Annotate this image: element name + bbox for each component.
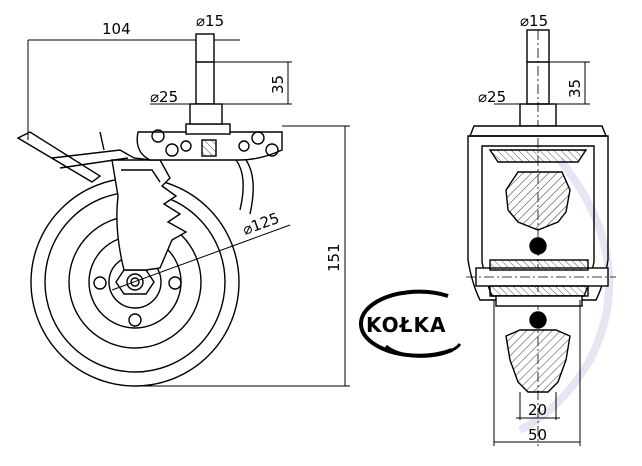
front-dimensions	[493, 61, 590, 446]
dim-side-width: 104	[102, 20, 131, 38]
side-view	[16, 33, 283, 387]
front-mount-plate	[468, 125, 608, 137]
side-brake-lever	[16, 131, 151, 183]
side-stem	[189, 33, 223, 125]
side-dimension-labels: 104 ⌀15 35 ⌀25 ⌀125 151	[102, 12, 343, 272]
dim-front-stem-diameter: ⌀15	[520, 12, 548, 30]
front-view	[466, 29, 616, 446]
front-axle	[466, 259, 616, 307]
dim-tread-width: 20	[528, 401, 547, 419]
side-fork-leg	[111, 159, 188, 271]
dim-front-nut-diameter: ⌀25	[478, 88, 506, 106]
front-tire-lower	[505, 329, 571, 393]
front-tire-upper	[505, 171, 571, 231]
front-dimension-labels: ⌀15 35 ⌀25 20 50	[478, 12, 584, 444]
kolka-logo: KOŁKA	[359, 289, 462, 358]
side-fork-rear	[235, 159, 244, 211]
side-swivel-plate	[136, 123, 283, 161]
front-fork-housing	[467, 135, 609, 301]
logo-text: KOŁKA	[366, 313, 446, 337]
dim-side-stem-diameter: ⌀15	[196, 12, 224, 30]
dim-side-nut-diameter: ⌀25	[150, 88, 178, 106]
dim-wheel-diameter: ⌀125	[240, 209, 282, 239]
dim-total-height: 151	[325, 243, 343, 272]
dim-wheel-width: 50	[528, 426, 547, 444]
dim-front-stem-length: 35	[566, 79, 584, 98]
dim-side-stem-length: 35	[269, 75, 287, 94]
side-dimensions	[27, 39, 350, 387]
